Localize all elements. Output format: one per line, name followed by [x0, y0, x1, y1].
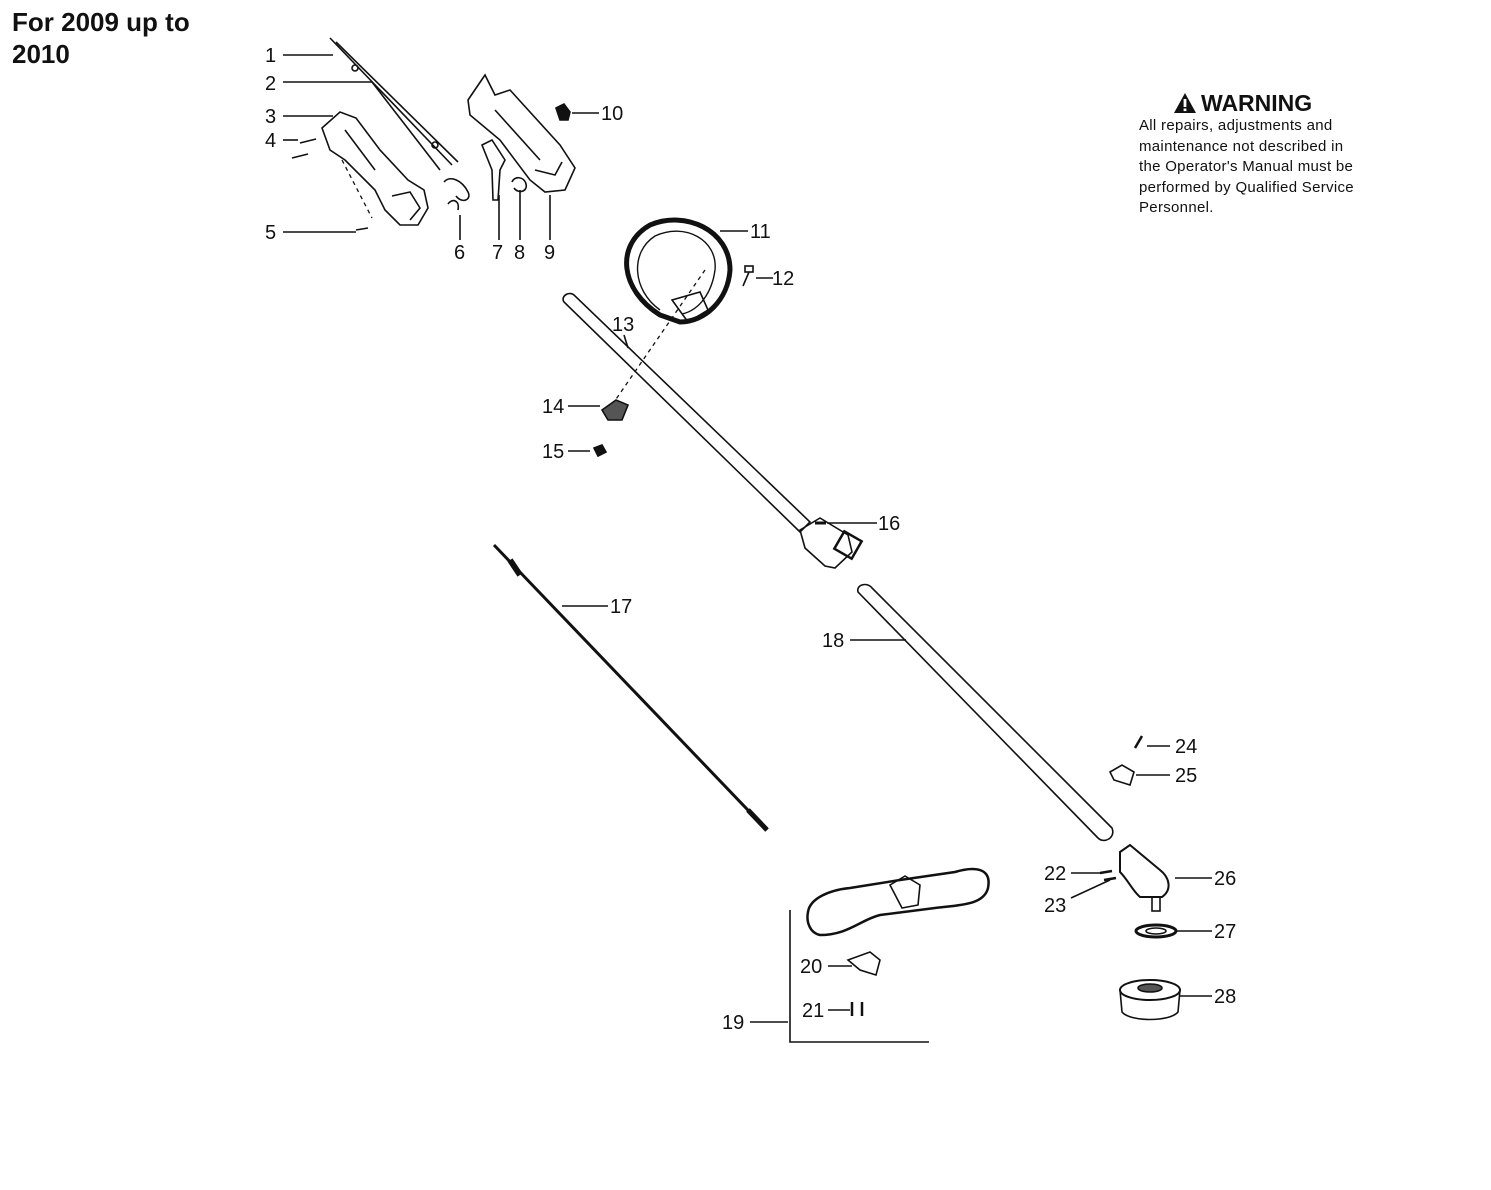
warning-heading-text: WARNING: [1201, 90, 1313, 116]
callout-11: 11: [750, 221, 771, 243]
part-4-screws: [291, 138, 317, 159]
callout-17: 17: [610, 596, 632, 618]
part-21-screws: [850, 1002, 864, 1016]
part-22-screw: [1099, 869, 1113, 875]
warning-line-5: Personnel.: [1139, 199, 1214, 216]
page-title: For 2009 up to 2010: [12, 6, 242, 70]
callout-9: 9: [544, 242, 555, 264]
warning-triangle-icon: [1174, 93, 1196, 113]
callout-14: 14: [542, 396, 564, 418]
callout-22: 22: [1044, 863, 1066, 885]
part-24-pin: [1133, 735, 1144, 749]
kit-bracket: [789, 910, 929, 1043]
part-15-screw: [592, 444, 608, 458]
callout-numbers: 1 2 3 4 5 6 7 8 9 10 11 12 13 14 15 16 1…: [265, 45, 1236, 1034]
part-9-handle-half: [467, 73, 576, 193]
callout-19: 19: [722, 1012, 744, 1034]
callout-18: 18: [822, 630, 844, 652]
part-17-drive-shaft: [492, 543, 769, 832]
callout-8: 8: [514, 242, 525, 264]
callout-13: 13: [612, 314, 634, 336]
warning-line-2: maintenance not described in: [1139, 137, 1344, 155]
part-8-spring: [511, 176, 528, 193]
part-13-upper-shaft: [562, 292, 864, 569]
callout-7: 7: [492, 242, 503, 264]
part-26-gear-head: [1119, 843, 1170, 912]
callout-4: 4: [265, 130, 276, 152]
part-19-guard: [806, 867, 990, 937]
callout-10: 10: [601, 103, 623, 125]
callout-25: 25: [1175, 765, 1197, 787]
part-12-bolt: [742, 265, 754, 287]
callout-28: 28: [1214, 986, 1236, 1008]
title-line-1: For 2009 up to: [12, 7, 190, 37]
callout-23: 23: [1044, 895, 1066, 917]
callout-6: 6: [454, 242, 465, 264]
warning-text: All repairs, adjustments and maintenance…: [1139, 116, 1419, 219]
part-10-switch: [555, 102, 571, 121]
part-20-line-cutter: [846, 951, 881, 977]
part-14-knob: [600, 399, 630, 421]
part-23-screw: [1103, 876, 1117, 882]
part-28-trimmer-head: [1119, 979, 1181, 1021]
callout-26: 26: [1214, 868, 1236, 890]
part-25-clamp: [1108, 764, 1135, 787]
part-27-washer: [1134, 923, 1178, 939]
callout-5: 5: [265, 222, 276, 244]
callout-15: 15: [542, 441, 564, 463]
part-7-trigger: [480, 138, 506, 201]
callout-1: 1: [265, 45, 276, 67]
callout-20: 20: [800, 956, 822, 978]
part-11-loop-handle: [624, 217, 733, 325]
warning-line-1: All repairs, adjustments and: [1139, 117, 1333, 134]
callout-27: 27: [1214, 921, 1236, 943]
callout-3: 3: [265, 106, 276, 128]
warning-box: WARNING All repairs, adjustments and mai…: [1139, 90, 1419, 219]
part-1-throttle-cable: [329, 37, 459, 166]
part-6-spring: [443, 178, 470, 211]
callout-2: 2: [265, 73, 276, 95]
callout-16: 16: [878, 513, 900, 535]
title-line-2: 2010: [12, 39, 70, 69]
assembly-lines: [341, 159, 706, 406]
callout-21: 21: [802, 1000, 824, 1022]
part-3-handle-housing: [321, 111, 429, 226]
callout-24: 24: [1175, 736, 1197, 758]
warning-line-4: performed by Qualified Service: [1139, 178, 1354, 196]
leader-lines: [283, 54, 1212, 1023]
part-5-screw: [355, 227, 369, 231]
callout-12: 12: [772, 268, 794, 290]
warning-heading: WARNING: [1173, 90, 1419, 116]
warning-line-3: the Operator's Manual must be: [1139, 158, 1354, 175]
part-18-lower-shaft: [857, 583, 1114, 842]
